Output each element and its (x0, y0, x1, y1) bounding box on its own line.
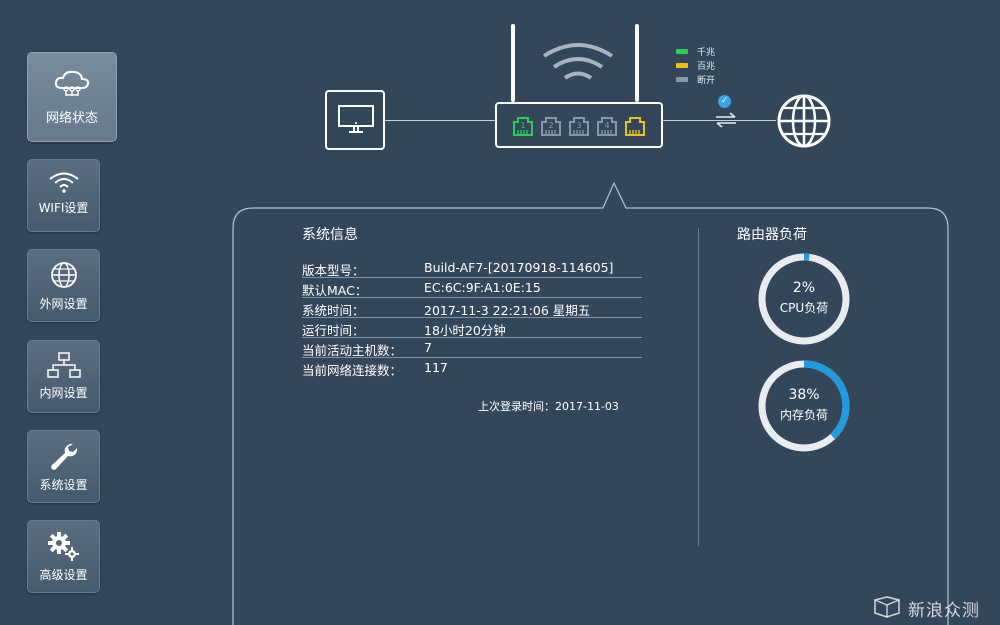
nav-advanced-settings[interactable]: 高级设置 (27, 520, 100, 593)
nav-lan-settings[interactable]: 内网设置 (27, 340, 100, 413)
port-number: 3 (576, 121, 581, 130)
monitor-icon (338, 105, 374, 133)
info-row-mac: 默认MAC： EC:6C:9F:A1:0E:15 (302, 278, 642, 298)
lan-tree-icon (46, 352, 81, 378)
memory-load-label: 内存负荷 (779, 408, 828, 422)
info-value: 117 (424, 360, 448, 375)
watermark-logo-icon (872, 596, 902, 618)
legend-disconnected: 断开 (676, 73, 715, 86)
ethernet-port-icon: 2 (541, 117, 561, 136)
wrench-icon (50, 443, 77, 470)
memory-load-gauge: 38% 内存负荷 (758, 360, 850, 452)
internet-globe-icon (777, 94, 831, 148)
nav-network-status[interactable]: 网络状态 (27, 52, 117, 142)
router-load-title: 路由器负荷 (737, 227, 807, 243)
watermark-text: 新浪众测 (908, 601, 980, 621)
info-value: 7 (424, 340, 432, 355)
router-ports: 1 2 3 4 (512, 115, 646, 137)
wan-cable (663, 120, 776, 121)
legend-label: 断开 (697, 76, 716, 86)
ethernet-port-icon: 1 (513, 117, 533, 136)
lan-cable (385, 120, 495, 121)
panel-divider (698, 228, 699, 546)
info-key: 版本型号： (302, 263, 365, 278)
info-value: 18小时20分钟 (424, 323, 506, 338)
cpu-load-label: CPU负荷 (779, 301, 829, 315)
nav-label: 外网设置 (39, 297, 88, 311)
info-row-version: 版本型号： Build-AF7-[20170918-114605] (302, 258, 642, 278)
port-number: 4 (604, 121, 609, 130)
info-key: 默认MAC： (302, 283, 368, 298)
legend-label: 百兆 (697, 62, 716, 72)
info-row-connections: 当前网络连接数： 117 (302, 358, 642, 378)
nav-label: 高级设置 (39, 568, 88, 582)
info-key: 运行时间： (302, 323, 365, 338)
cpu-load-percent: 2% (792, 280, 816, 296)
nav-wan-settings[interactable]: 外网设置 (27, 249, 100, 322)
transfer-arrows-icon (716, 112, 736, 128)
nav-label: 系统设置 (39, 478, 88, 492)
cpu-gauge-ring (758, 253, 850, 345)
ethernet-port-icon: 4 (597, 117, 617, 136)
legend-swatch (676, 63, 688, 68)
info-key: 当前网络连接数： (302, 363, 403, 378)
info-row-active-hosts: 当前活动主机数： 7 (302, 338, 642, 358)
router-device: 1 2 3 4 (495, 102, 663, 148)
wifi-signal-icon (542, 43, 614, 80)
nav-wifi-settings[interactable]: WIFI设置 (27, 159, 100, 232)
legend-fast: 百兆 (676, 59, 715, 72)
info-key: 当前活动主机数： (302, 343, 403, 358)
info-value: EC:6C:9F:A1:0E:15 (424, 280, 541, 295)
last-login-time: 上次登录时间：2017-11-03 (478, 400, 619, 413)
info-row-system-time: 系统时间： 2017-11-3 22:21:06 星期五 (302, 298, 642, 318)
nav-label: 网络状态 (45, 111, 98, 126)
wifi-icon (48, 172, 79, 193)
port-number: 2 (548, 121, 553, 130)
connected-check-icon: ✓ (718, 95, 731, 108)
ethernet-port-icon (625, 117, 645, 136)
legend-label: 千兆 (697, 48, 716, 58)
antenna-left (511, 24, 515, 102)
antenna-right (635, 24, 639, 102)
system-info-title: 系统信息 (302, 227, 358, 243)
legend-swatch (676, 77, 688, 82)
nav-label: 内网设置 (39, 386, 88, 400)
info-row-uptime: 运行时间： 18小时20分钟 (302, 318, 642, 338)
memory-load-percent: 38% (788, 387, 820, 403)
gears-icon (47, 532, 79, 561)
ethernet-port-icon: 3 (569, 117, 589, 136)
cpu-load-gauge: 2% CPU负荷 (758, 253, 850, 345)
legend-gigabit: 千兆 (676, 45, 715, 58)
info-value: 2017-11-3 22:21:06 星期五 (424, 303, 591, 318)
cloud-network-icon (54, 70, 90, 96)
memory-gauge-ring (758, 360, 850, 452)
globe-icon (50, 262, 77, 288)
nav-system-settings[interactable]: 系统设置 (27, 430, 100, 503)
info-key: 系统时间： (302, 303, 365, 318)
info-value: Build-AF7-[20170918-114605] (424, 260, 614, 275)
nav-label: WIFI设置 (38, 201, 89, 215)
port-number: 1 (520, 121, 525, 130)
legend-swatch (676, 49, 688, 54)
computer-device (325, 90, 385, 150)
